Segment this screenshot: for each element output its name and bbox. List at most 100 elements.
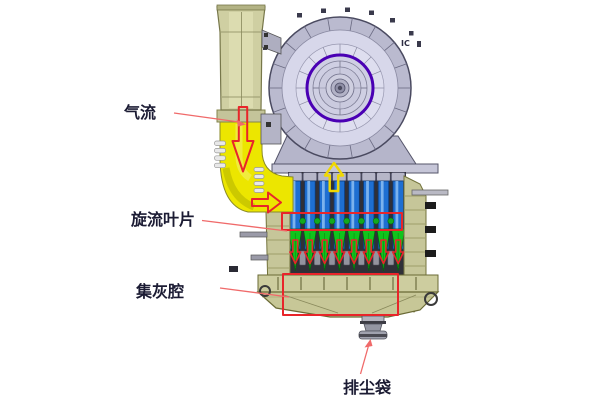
fan-drum: IC xyxy=(263,7,421,160)
swirl-vane-highlight-box xyxy=(281,212,403,231)
inner-ring-segment xyxy=(308,111,317,120)
bracket-bolt-3 xyxy=(266,122,271,127)
outer-ring-segment xyxy=(384,124,395,134)
junction-rib xyxy=(253,174,265,179)
inner-ring-segment xyxy=(322,118,328,129)
pipe-drum-bracket-lower xyxy=(260,113,282,145)
junction-rib xyxy=(253,167,265,172)
cone-downflow-arrow xyxy=(303,239,317,265)
leader-line-dust-bag xyxy=(359,343,370,375)
spout-dark-band xyxy=(360,321,386,324)
hopper-top-band xyxy=(257,274,439,293)
cone-downflow-arrow xyxy=(333,239,346,265)
right-panel-bumps xyxy=(425,202,436,257)
cone-downflow-arrows xyxy=(289,239,405,265)
outer-ring-segment xyxy=(394,107,407,113)
hopper-crease-r xyxy=(371,294,417,314)
hopper-clamp-left xyxy=(259,285,271,297)
filter-tube-highlight xyxy=(395,181,399,249)
swirl-vane xyxy=(372,217,380,225)
elbow-junction-ribs xyxy=(253,167,265,193)
spout-neck xyxy=(363,323,383,332)
junction-rib xyxy=(253,188,265,193)
bracket-bolt-2 xyxy=(264,45,268,49)
hopper-bowl xyxy=(256,291,440,318)
cone-downflow-arrow xyxy=(347,239,361,265)
filter-tube-highlight xyxy=(380,181,384,249)
spout-collar-band xyxy=(359,334,387,337)
elbow-rib xyxy=(214,140,226,146)
drum-part-marking: IC xyxy=(401,39,410,48)
inner-ring-segment xyxy=(352,47,358,58)
elbow-rib xyxy=(214,148,226,154)
filter-tube-bank xyxy=(287,172,406,250)
drum-inner-ring-segments xyxy=(296,44,384,132)
swirl-vane xyxy=(313,217,321,225)
filter-tube-highlight xyxy=(336,181,340,249)
leader-line-swirl-vanes xyxy=(201,219,288,232)
elbow-outer-ribs xyxy=(214,140,226,169)
outer-ring-segment xyxy=(394,63,407,69)
cone-support-cylinder xyxy=(328,250,336,266)
cone-support-cylinder xyxy=(358,250,365,266)
pin-bolt xyxy=(229,266,238,272)
label-dust-bag: 排尘袋 xyxy=(343,378,392,397)
cone-support-cylinder xyxy=(313,250,321,266)
filter-tube-highlight xyxy=(322,181,325,249)
label-airflow: 气流 xyxy=(124,103,157,122)
filter-tube-highlight xyxy=(292,181,296,249)
outer-ring-segment xyxy=(304,26,312,38)
outer-ring-segment xyxy=(384,42,395,52)
pin-1 xyxy=(239,231,268,238)
label-swirl-vanes: 旋流叶片 xyxy=(131,210,196,229)
outer-ring-segment xyxy=(273,107,286,113)
outer-ring-segment xyxy=(304,138,312,150)
filter-tube-cap xyxy=(376,172,391,182)
cyclone-cone-bank xyxy=(288,228,406,272)
filter-tube-highlight xyxy=(307,181,311,249)
inner-ring-segment xyxy=(308,56,317,65)
upflow-arrow xyxy=(323,161,345,193)
dust-hopper xyxy=(256,274,440,318)
red-annotations xyxy=(231,106,405,316)
cone-support-cylinder xyxy=(372,250,380,266)
inner-ring-segment xyxy=(370,70,381,76)
inner-ring-segment xyxy=(299,70,310,76)
drum-outer-ring-segments xyxy=(269,18,411,158)
cone-support-cylinder xyxy=(343,250,351,266)
filter-tube-highlight xyxy=(351,181,355,249)
dust-chamber-highlight-box xyxy=(282,273,399,316)
elbow-rib xyxy=(214,155,226,161)
bracket-bolt-1 xyxy=(264,33,268,37)
outer-ring-segment xyxy=(368,26,376,38)
inner-ring-segment xyxy=(352,118,358,129)
cone-downflow-arrow xyxy=(318,239,331,265)
filter-tube-highlight xyxy=(366,181,369,249)
inner-ring-segment xyxy=(370,100,381,106)
swirl-vane xyxy=(328,217,336,225)
discharge-spout xyxy=(358,315,388,340)
swirl-vane xyxy=(343,217,351,225)
outer-ring-segment xyxy=(327,18,331,31)
pin-2 xyxy=(250,254,269,261)
outer-ring-segment xyxy=(327,145,331,158)
junction-rib xyxy=(253,181,265,186)
left-side-pins xyxy=(229,231,269,272)
pedestal-flange xyxy=(271,163,439,174)
outer-ring-segment xyxy=(273,63,286,69)
inner-ring-segment xyxy=(322,47,328,58)
cone-support-cylinder xyxy=(299,250,306,266)
intake-pipe xyxy=(216,4,282,145)
hopper-rib-ticks xyxy=(277,277,417,290)
hub-center xyxy=(337,85,343,91)
inner-ring-segment xyxy=(363,56,372,65)
cone-downflow-arrow xyxy=(362,239,375,265)
leader-line-airflow xyxy=(173,112,240,123)
outer-ring-segment xyxy=(349,18,353,31)
cone-support-cylinder xyxy=(387,250,395,266)
pipe-top-rim xyxy=(216,4,266,11)
hopper-crease-l xyxy=(283,294,339,314)
cone-downflow-arrow xyxy=(377,239,390,265)
